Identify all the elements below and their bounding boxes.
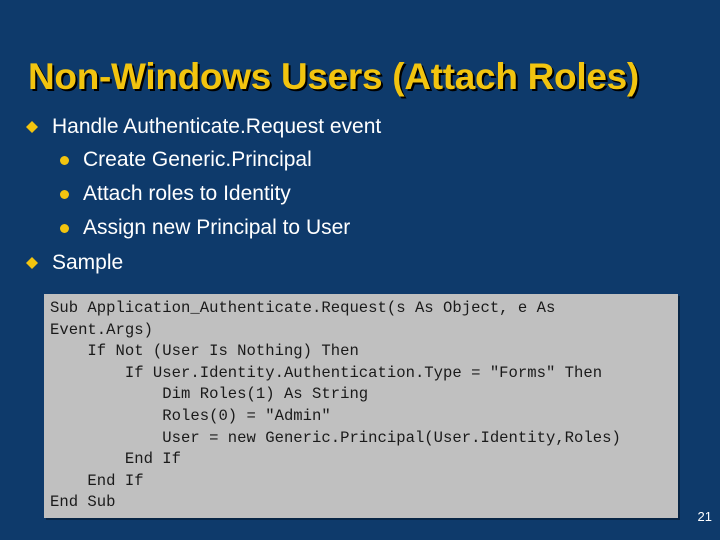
sub-bullet-item: Attach roles to Identity — [60, 179, 291, 209]
slide-title: Non-Windows Users (Attach Roles) — [28, 56, 639, 97]
dot-icon — [60, 155, 69, 165]
bullet-item: Handle Authenticate.Request event — [26, 112, 381, 142]
code-line: If User.Identity.Authentication.Type = "… — [50, 363, 603, 382]
code-line: Event.Args) — [50, 320, 153, 339]
bullet-item: Sample — [26, 248, 123, 278]
bullet-text: Attach roles to Identity — [83, 182, 291, 205]
code-line: End If — [50, 450, 182, 469]
code-line: Roles(0) = "Admin" — [50, 406, 331, 425]
bullet-text: Sample — [52, 251, 124, 274]
code-line: If Not (User Is Nothing) Then — [50, 342, 359, 361]
sub-bullet-item: Assign new Principal to User — [60, 213, 350, 243]
sub-bullet-item: Create Generic.Principal — [60, 145, 312, 175]
code-line: Dim Roles(1) As String — [50, 385, 369, 404]
dot-icon — [60, 189, 69, 199]
code-line: End Sub — [50, 493, 116, 512]
bullet-text: Create Generic.Principal — [83, 148, 312, 171]
diamond-icon — [26, 121, 38, 133]
code-line: User = new Generic.Principal(User.Identi… — [50, 428, 621, 447]
code-line: End If — [50, 471, 144, 490]
bullet-text: Assign new Principal to User — [83, 216, 351, 239]
diamond-icon — [26, 257, 38, 269]
code-line: Sub Application_Authenticate.Request(s A… — [50, 299, 556, 317]
dot-icon — [60, 223, 69, 233]
code-sample-box: Sub Application_Authenticate.Request(s A… — [44, 294, 678, 518]
bullet-text: Handle Authenticate.Request event — [52, 115, 382, 138]
page-number: 21 — [697, 509, 712, 524]
